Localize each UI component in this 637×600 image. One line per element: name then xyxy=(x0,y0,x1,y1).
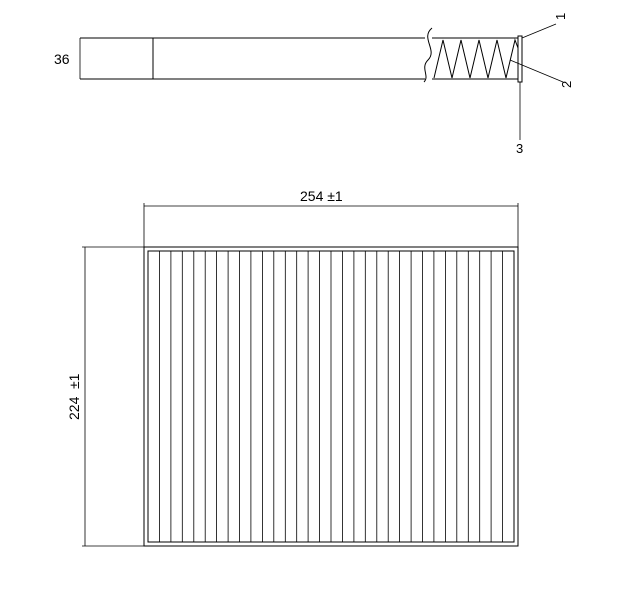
callout-1-label: 1 xyxy=(553,13,568,20)
end-plate xyxy=(517,35,523,83)
front-view: 254 ±1 ±1 224 xyxy=(66,188,519,547)
height-dim-value: 224 xyxy=(66,396,82,420)
callout-3-label: 3 xyxy=(516,141,523,156)
pleat-lines xyxy=(158,251,504,542)
pleat-zigzag xyxy=(433,38,519,79)
break-line xyxy=(423,27,433,83)
height-dim-tol: ±1 xyxy=(66,373,82,389)
side-view: 36 1 2 3 xyxy=(54,13,574,156)
callout-2-label: 2 xyxy=(559,81,574,88)
callout-2-leader xyxy=(509,59,564,83)
width-dim-label: 254 ±1 xyxy=(300,188,343,204)
callout-1-leader xyxy=(521,23,557,39)
side-height-label: 36 xyxy=(54,51,70,67)
filter-frame xyxy=(143,246,519,547)
